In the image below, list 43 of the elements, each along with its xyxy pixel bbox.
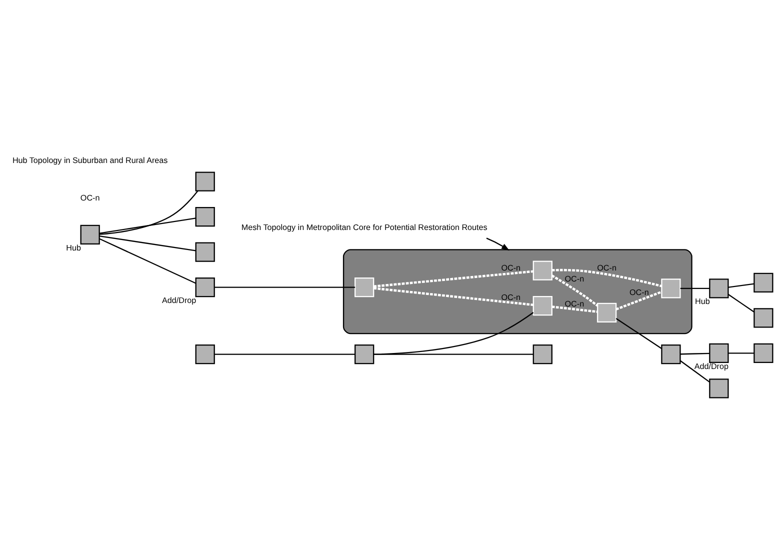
connector: [680, 360, 710, 382]
node-box: [354, 276, 374, 297]
connector: [214, 286, 356, 288]
connector: [552, 268, 662, 287]
connector: [374, 312, 534, 354]
node-box: [709, 342, 729, 362]
node-box: [661, 344, 681, 364]
node-box: [195, 242, 215, 262]
connector: [99, 234, 196, 251]
connector: [374, 286, 534, 306]
node-box: [195, 171, 215, 191]
connector: [214, 353, 356, 354]
connector: [728, 293, 754, 312]
connector: [552, 305, 598, 312]
node-box: [754, 272, 774, 292]
node-box: [195, 344, 215, 364]
connector: [616, 290, 662, 310]
connector: [99, 217, 196, 234]
node-box: [532, 295, 552, 316]
node-box: [195, 206, 215, 226]
node-box: [661, 278, 681, 298]
connector: [100, 190, 198, 234]
connector: [374, 270, 534, 288]
connector: [728, 282, 754, 288]
node-box: [532, 260, 552, 280]
node-box: [532, 344, 552, 364]
node-box: [754, 342, 774, 362]
node-box: [709, 378, 729, 398]
connector: [728, 352, 754, 354]
connector: [551, 274, 598, 306]
connector: [680, 287, 710, 289]
connector: [99, 238, 196, 284]
connector: [680, 352, 710, 354]
connector: [374, 353, 534, 354]
node-box: [709, 278, 729, 298]
node-box: [596, 302, 617, 322]
node-box: [754, 308, 774, 328]
node-box: [80, 224, 100, 244]
node-box: [354, 344, 374, 364]
node-box: [195, 276, 215, 297]
connector: [616, 318, 662, 349]
arrow: [486, 237, 510, 250]
cluster: [342, 248, 692, 334]
